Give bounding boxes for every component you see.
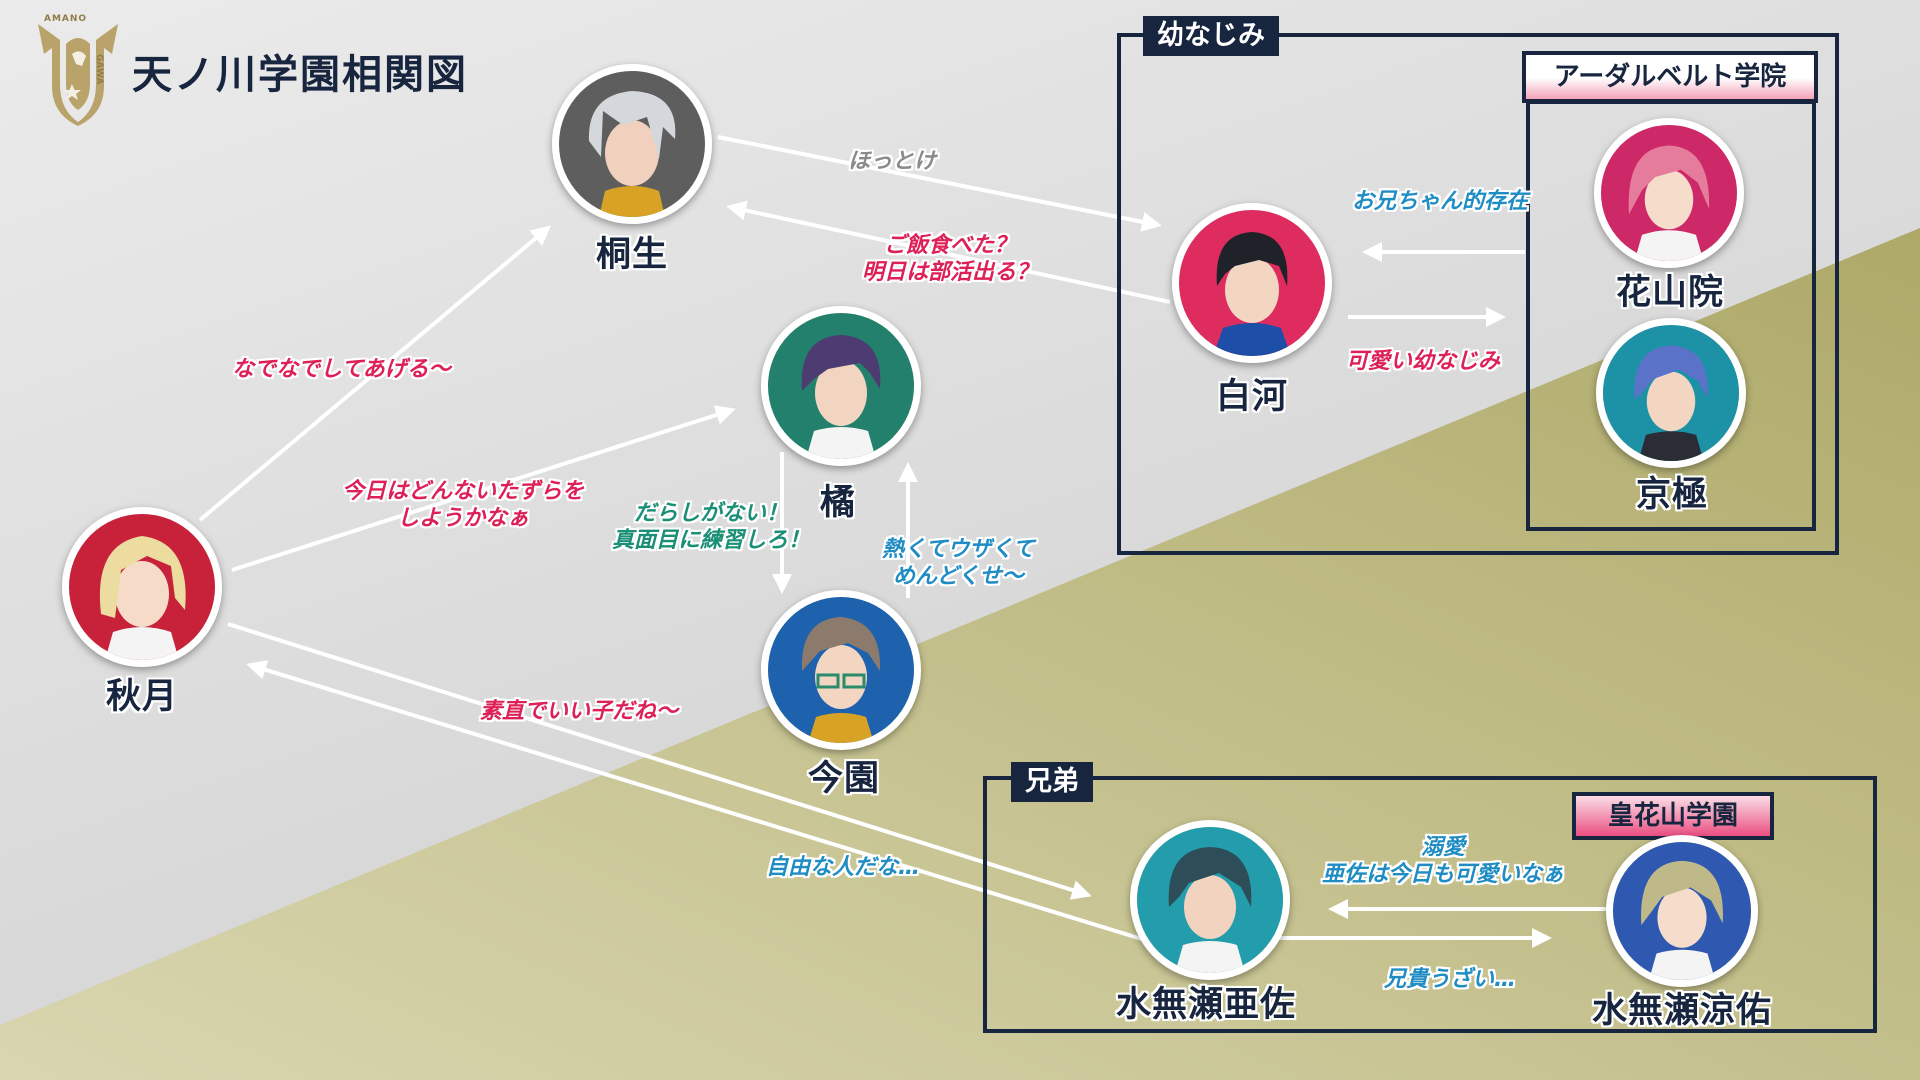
group-tag-kyoudai: 兄弟 [1011, 762, 1093, 802]
avatar-akizuki[interactable] [62, 507, 222, 667]
relation-label-sunao: 素直でいい子だね〜 [480, 699, 679, 724]
avatar-kyogoku[interactable] [1596, 318, 1746, 468]
relation-label-dekiai-line2: 亜佐は今日も可愛いなぁ [1322, 862, 1565, 887]
winged-horse-shield-icon [38, 24, 118, 126]
arrow-akizuki-to-kiryu [198, 225, 552, 522]
page-title: 天ノ川学園相関図 [132, 52, 468, 98]
relation-label-atsukute-line2: めんどくせ〜 [893, 564, 1024, 589]
relation-label-atsukute: 熱くてウザくて めんどくせ〜 [882, 536, 1035, 590]
relation-label-kawaii-osana: 可愛い幼なじみ [1346, 349, 1501, 374]
relation-label-oniichan: お兄ちゃん的存在 [1352, 189, 1529, 214]
relation-label-anikiuzai: 兄貴うざい… [1384, 967, 1517, 992]
name-akizuki: 秋月 [105, 677, 178, 717]
arrow-kiryu-to-shirakawa [717, 135, 1162, 232]
relation-label-darashi-line1: だらしがない！ [634, 501, 789, 526]
group-tag-kouka: 皇花山学園 [1572, 792, 1774, 840]
avatar-shirakawa[interactable] [1172, 203, 1332, 363]
relation-label-kyouwa-line2: しようかなぁ [397, 506, 530, 531]
name-hanayamain: 花山院 [1615, 273, 1724, 313]
relation-label-kyouwa-line1: 今日はどんないたずらを [342, 479, 585, 504]
arrow-akizuki-to-minaseasa [227, 622, 1092, 900]
name-shirakawa: 白河 [1215, 377, 1288, 417]
name-kiryu: 桐生 [595, 235, 668, 275]
avatar-imazono[interactable] [761, 590, 921, 750]
relation-label-dekiai-line1: 溺愛 [1421, 835, 1466, 860]
group-frame-osananajimi [1117, 33, 1839, 555]
logo-text-bottom: GAWA [94, 54, 104, 85]
name-kyogoku: 京極 [1635, 475, 1708, 515]
avatar-hanayamain[interactable] [1594, 118, 1744, 268]
name-tachibana: 橘 [819, 483, 856, 523]
relation-label-dekiai: 溺愛 亜佐は今日も可愛いなぁ [1322, 834, 1564, 888]
logo-text-top: AMANO [44, 14, 88, 24]
relation-label-gohan: ご飯食べた？ 明日は部活出る？ [862, 232, 1038, 286]
relation-label-darashi-line2: 真面目に練習しろ！ [612, 528, 811, 553]
relation-label-kyouwa: 今日はどんないたずらを しようかなぁ [342, 478, 584, 532]
name-imazono: 今園 [807, 759, 880, 799]
avatar-kiryu[interactable] [552, 64, 712, 224]
relation-label-gohan-line2: 明日は部活出る？ [862, 260, 1039, 285]
relation-label-atsukute-line1: 熱くてウザくて [882, 537, 1035, 562]
school-logo: AMANO GAWA [30, 14, 126, 126]
olive-diagonal-band [0, 228, 1920, 1080]
relation-label-gohan-line1: ご飯食べた？ [884, 233, 1017, 258]
arrow-akizuki-to-tachibana [231, 405, 736, 572]
arrow-shirakawa-to-kiryu [726, 200, 1171, 304]
relation-label-jiyuu: 自由な人だな… [766, 855, 921, 880]
relation-label-hottoke: ほっとけ [848, 149, 937, 174]
avatar-tachibana[interactable] [761, 306, 921, 466]
avatar-minaseasa[interactable] [1130, 820, 1290, 980]
avatar-minaseryosuke[interactable] [1606, 835, 1758, 987]
group-tag-osananajimi: 幼なじみ [1143, 16, 1279, 56]
arrow-minaseasa-to-akizuki [246, 660, 1146, 942]
group-frame-kyoudai [983, 776, 1877, 1033]
relation-label-nadenade: なでなでしてあげる〜 [232, 357, 451, 382]
group-tag-adalbert: アーダルベルト学院 [1522, 51, 1818, 103]
relation-label-darashi: だらしがない！ 真面目に練習しろ！ [612, 500, 810, 554]
name-minaseryosuke: 水無瀬涼佑 [1591, 991, 1772, 1031]
name-minaseasa: 水無瀬亜佐 [1115, 985, 1296, 1025]
